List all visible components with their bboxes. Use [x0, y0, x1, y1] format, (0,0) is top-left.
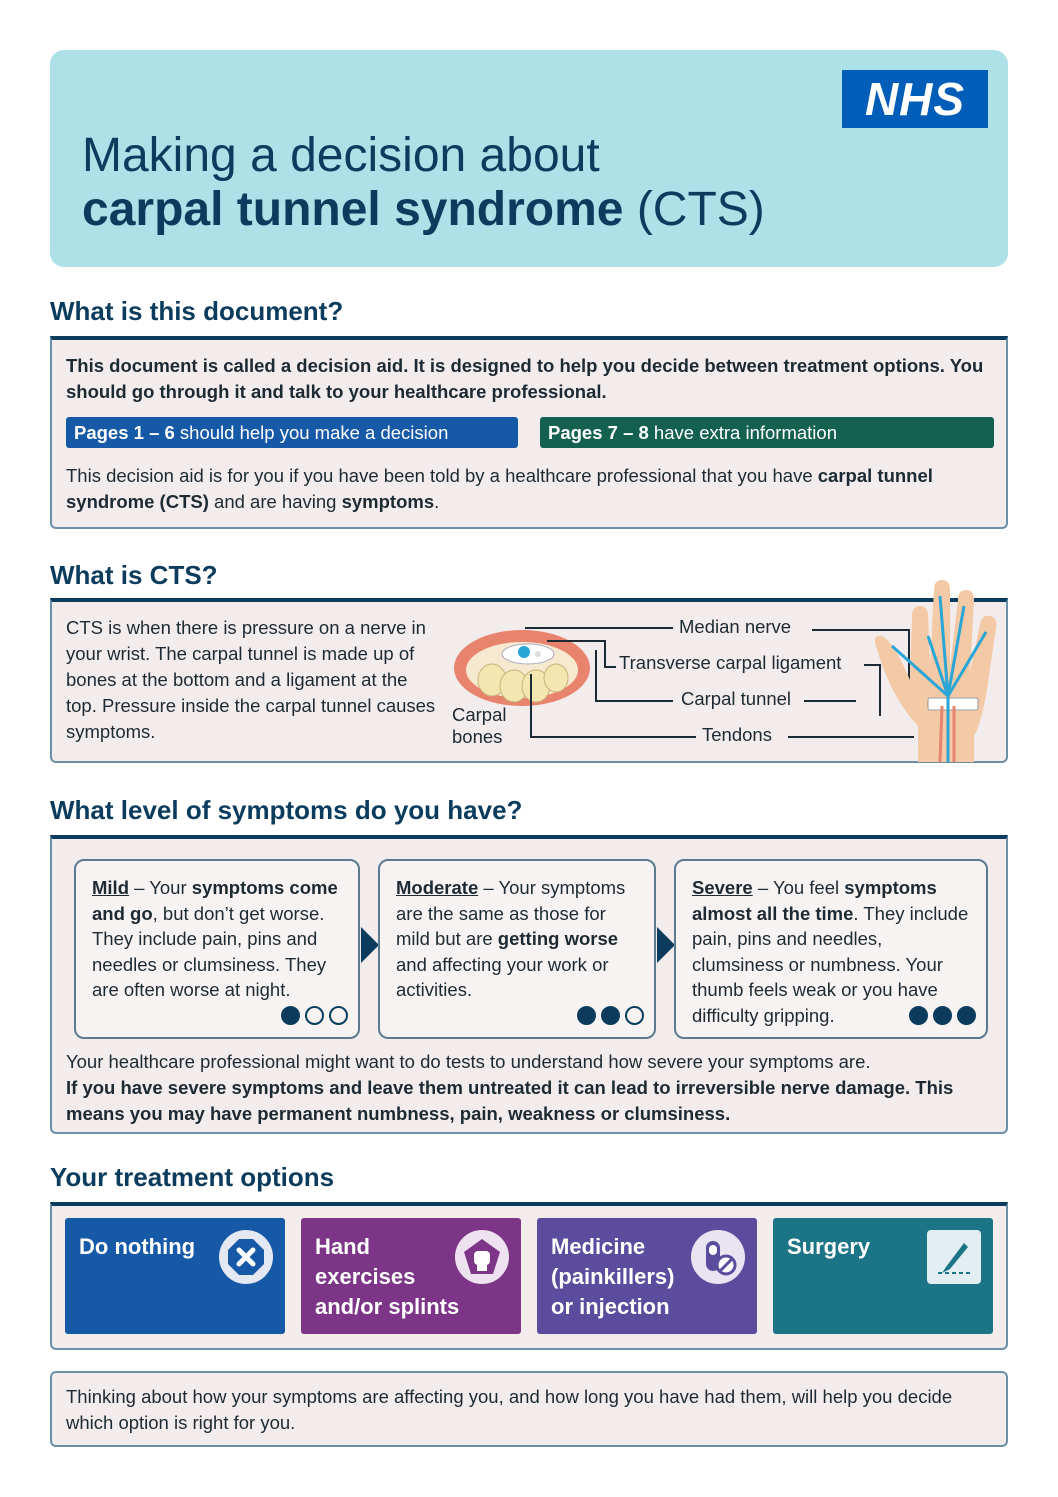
- cts-description: CTS is when there is pressure on a nerve…: [66, 617, 436, 742]
- wrist-cross-section-illustration: [454, 630, 590, 706]
- fist-icon: [455, 1230, 509, 1284]
- option-label: Hand exercises and/or splints: [315, 1234, 460, 1319]
- mild-title: Mild: [92, 877, 129, 898]
- pill2-text: have extra information: [648, 422, 837, 443]
- footer-note: Thinking about how your symptoms are aff…: [66, 1386, 953, 1433]
- level-dot: [933, 1006, 952, 1025]
- moderate-title: Moderate: [396, 877, 479, 898]
- option-hand-exercises[interactable]: Hand exercises and/or splints: [301, 1218, 521, 1334]
- level-dot: [329, 1006, 348, 1025]
- symptoms-note: Your healthcare professional might want …: [66, 1051, 871, 1072]
- footer-note-panel: Thinking about how your symptoms are aff…: [50, 1371, 1008, 1447]
- mild-level-dots: [281, 1006, 348, 1025]
- severe-b1: symptoms almost all the time: [692, 877, 937, 924]
- scalpel-icon: [927, 1230, 981, 1284]
- median-nerve-line-h: [525, 627, 673, 629]
- mild-symptoms-card: Mild – Your symptoms come and go, but do…: [74, 859, 360, 1039]
- level-dot: [601, 1006, 620, 1025]
- mild-b1: symptoms come and go: [92, 877, 338, 924]
- moderate-t1: – Your symptoms are the same as those fo…: [396, 877, 626, 949]
- tendons-line-v: [530, 674, 532, 736]
- doc-body-e: .: [434, 491, 440, 512]
- doc-body: This decision aid is for you if you have…: [66, 463, 991, 515]
- moderate-symptoms-card: Moderate – Your symptoms are the same as…: [378, 859, 656, 1039]
- carpal-bones-label-2: bones: [452, 726, 503, 747]
- arrow-right-icon: [657, 927, 675, 963]
- severe-t2: . They include pain, pins and needles, c…: [692, 902, 969, 1026]
- tunnel-line-v: [595, 650, 597, 700]
- doc-section-panel: This document is called a decision aid. …: [50, 336, 1008, 529]
- page-title-line1: Making a decision about: [82, 129, 600, 182]
- ligament-right-line-v: [879, 664, 881, 716]
- pages-7-8-pill: Pages 7 – 8 have extra information: [540, 417, 994, 448]
- symptoms-section-heading: What level of symptoms do you have?: [50, 795, 523, 825]
- median-right-line: [812, 629, 908, 631]
- option-label: Do nothing: [79, 1234, 196, 1259]
- level-dot: [305, 1006, 324, 1025]
- hand-illustration: [874, 580, 997, 763]
- pill2-bold: Pages 7 – 8: [548, 422, 649, 443]
- ligament-line-h1: [547, 640, 605, 642]
- symptoms-warning: If you have severe symptoms and leave th…: [66, 1077, 954, 1124]
- tendons-right-line: [788, 736, 914, 738]
- ligament-line-v: [604, 640, 606, 666]
- moderate-level-dots: [577, 1006, 644, 1025]
- doc-body-a: This decision aid is for you if you have…: [66, 465, 818, 486]
- page-title-line2: carpal tunnel syndrome (CTS): [82, 182, 765, 237]
- pill1-bold: Pages 1 – 6: [74, 422, 175, 443]
- level-dot: [957, 1006, 976, 1025]
- treatment-section-heading: Your treatment options: [50, 1162, 335, 1192]
- cts-section-heading: What is CTS?: [50, 560, 218, 590]
- level-dot: [577, 1006, 596, 1025]
- tendons-label: Tendons: [702, 724, 772, 745]
- moderate-t2: and affecting your work or activities.: [396, 953, 609, 1001]
- median-nerve-label: Median nerve: [679, 616, 792, 637]
- cts-section-panel: CTS is when there is pressure on a nerve…: [50, 580, 1008, 763]
- mild-t1: – Your: [129, 877, 192, 898]
- option-label: Medicine (painkillers) or injection: [551, 1234, 675, 1319]
- doc-body-d: symptoms: [341, 491, 435, 512]
- option-surgery[interactable]: Surgery: [773, 1218, 993, 1334]
- option-medicine[interactable]: Medicine (painkillers) or injection: [537, 1218, 757, 1334]
- severe-title: Severe: [692, 877, 753, 898]
- symptoms-section-panel: Mild – Your symptoms come and go, but do…: [50, 835, 1008, 1134]
- ligament-line-h2: [604, 666, 616, 668]
- pill-icon: [691, 1230, 745, 1284]
- header-banner: NHS Making a decision about carpal tunne…: [50, 50, 1008, 267]
- ligament-right-line: [864, 664, 880, 666]
- x-icon: [219, 1230, 273, 1284]
- pages-1-6-pill: Pages 1 – 6 should help you make a decis…: [66, 417, 518, 448]
- doc-body-c: and are having: [208, 491, 342, 512]
- tunnel-right-line: [804, 700, 856, 702]
- arrow-right-icon: [361, 927, 379, 963]
- doc-section-heading: What is this document?: [50, 296, 344, 326]
- level-dot: [625, 1006, 644, 1025]
- page-title-suffix: (CTS): [623, 183, 765, 236]
- severe-symptoms-card: Severe – You feel symptoms almost all th…: [674, 859, 988, 1039]
- severe-level-dots: [909, 1006, 976, 1025]
- moderate-b1: getting worse: [497, 928, 619, 949]
- mild-t2: , but don’t get worse. They include pain…: [92, 902, 327, 1001]
- option-label: Surgery: [787, 1234, 871, 1259]
- carpal-bones-label-1: Carpal: [452, 704, 507, 725]
- pill1-text: should help you make a decision: [174, 422, 449, 443]
- treatment-options-panel: Do nothing Hand exercises and/or splints…: [50, 1202, 1008, 1350]
- doc-intro: This document is called a decision aid. …: [66, 355, 984, 402]
- tunnel-line-h: [595, 700, 673, 702]
- carpal-tunnel-label: Carpal tunnel: [681, 688, 792, 709]
- level-dot: [281, 1006, 300, 1025]
- nhs-logo: NHS: [842, 70, 988, 128]
- severe-t1: – You feel: [752, 877, 845, 898]
- doc-body-b: carpal tunnel syndrome (CTS): [66, 465, 933, 512]
- option-do-nothing[interactable]: Do nothing: [65, 1218, 285, 1334]
- tendons-line-h: [530, 736, 696, 738]
- level-dot: [909, 1006, 928, 1025]
- page-title-bold: carpal tunnel syndrome: [82, 183, 624, 236]
- ligament-label: Transverse carpal ligament: [619, 652, 842, 673]
